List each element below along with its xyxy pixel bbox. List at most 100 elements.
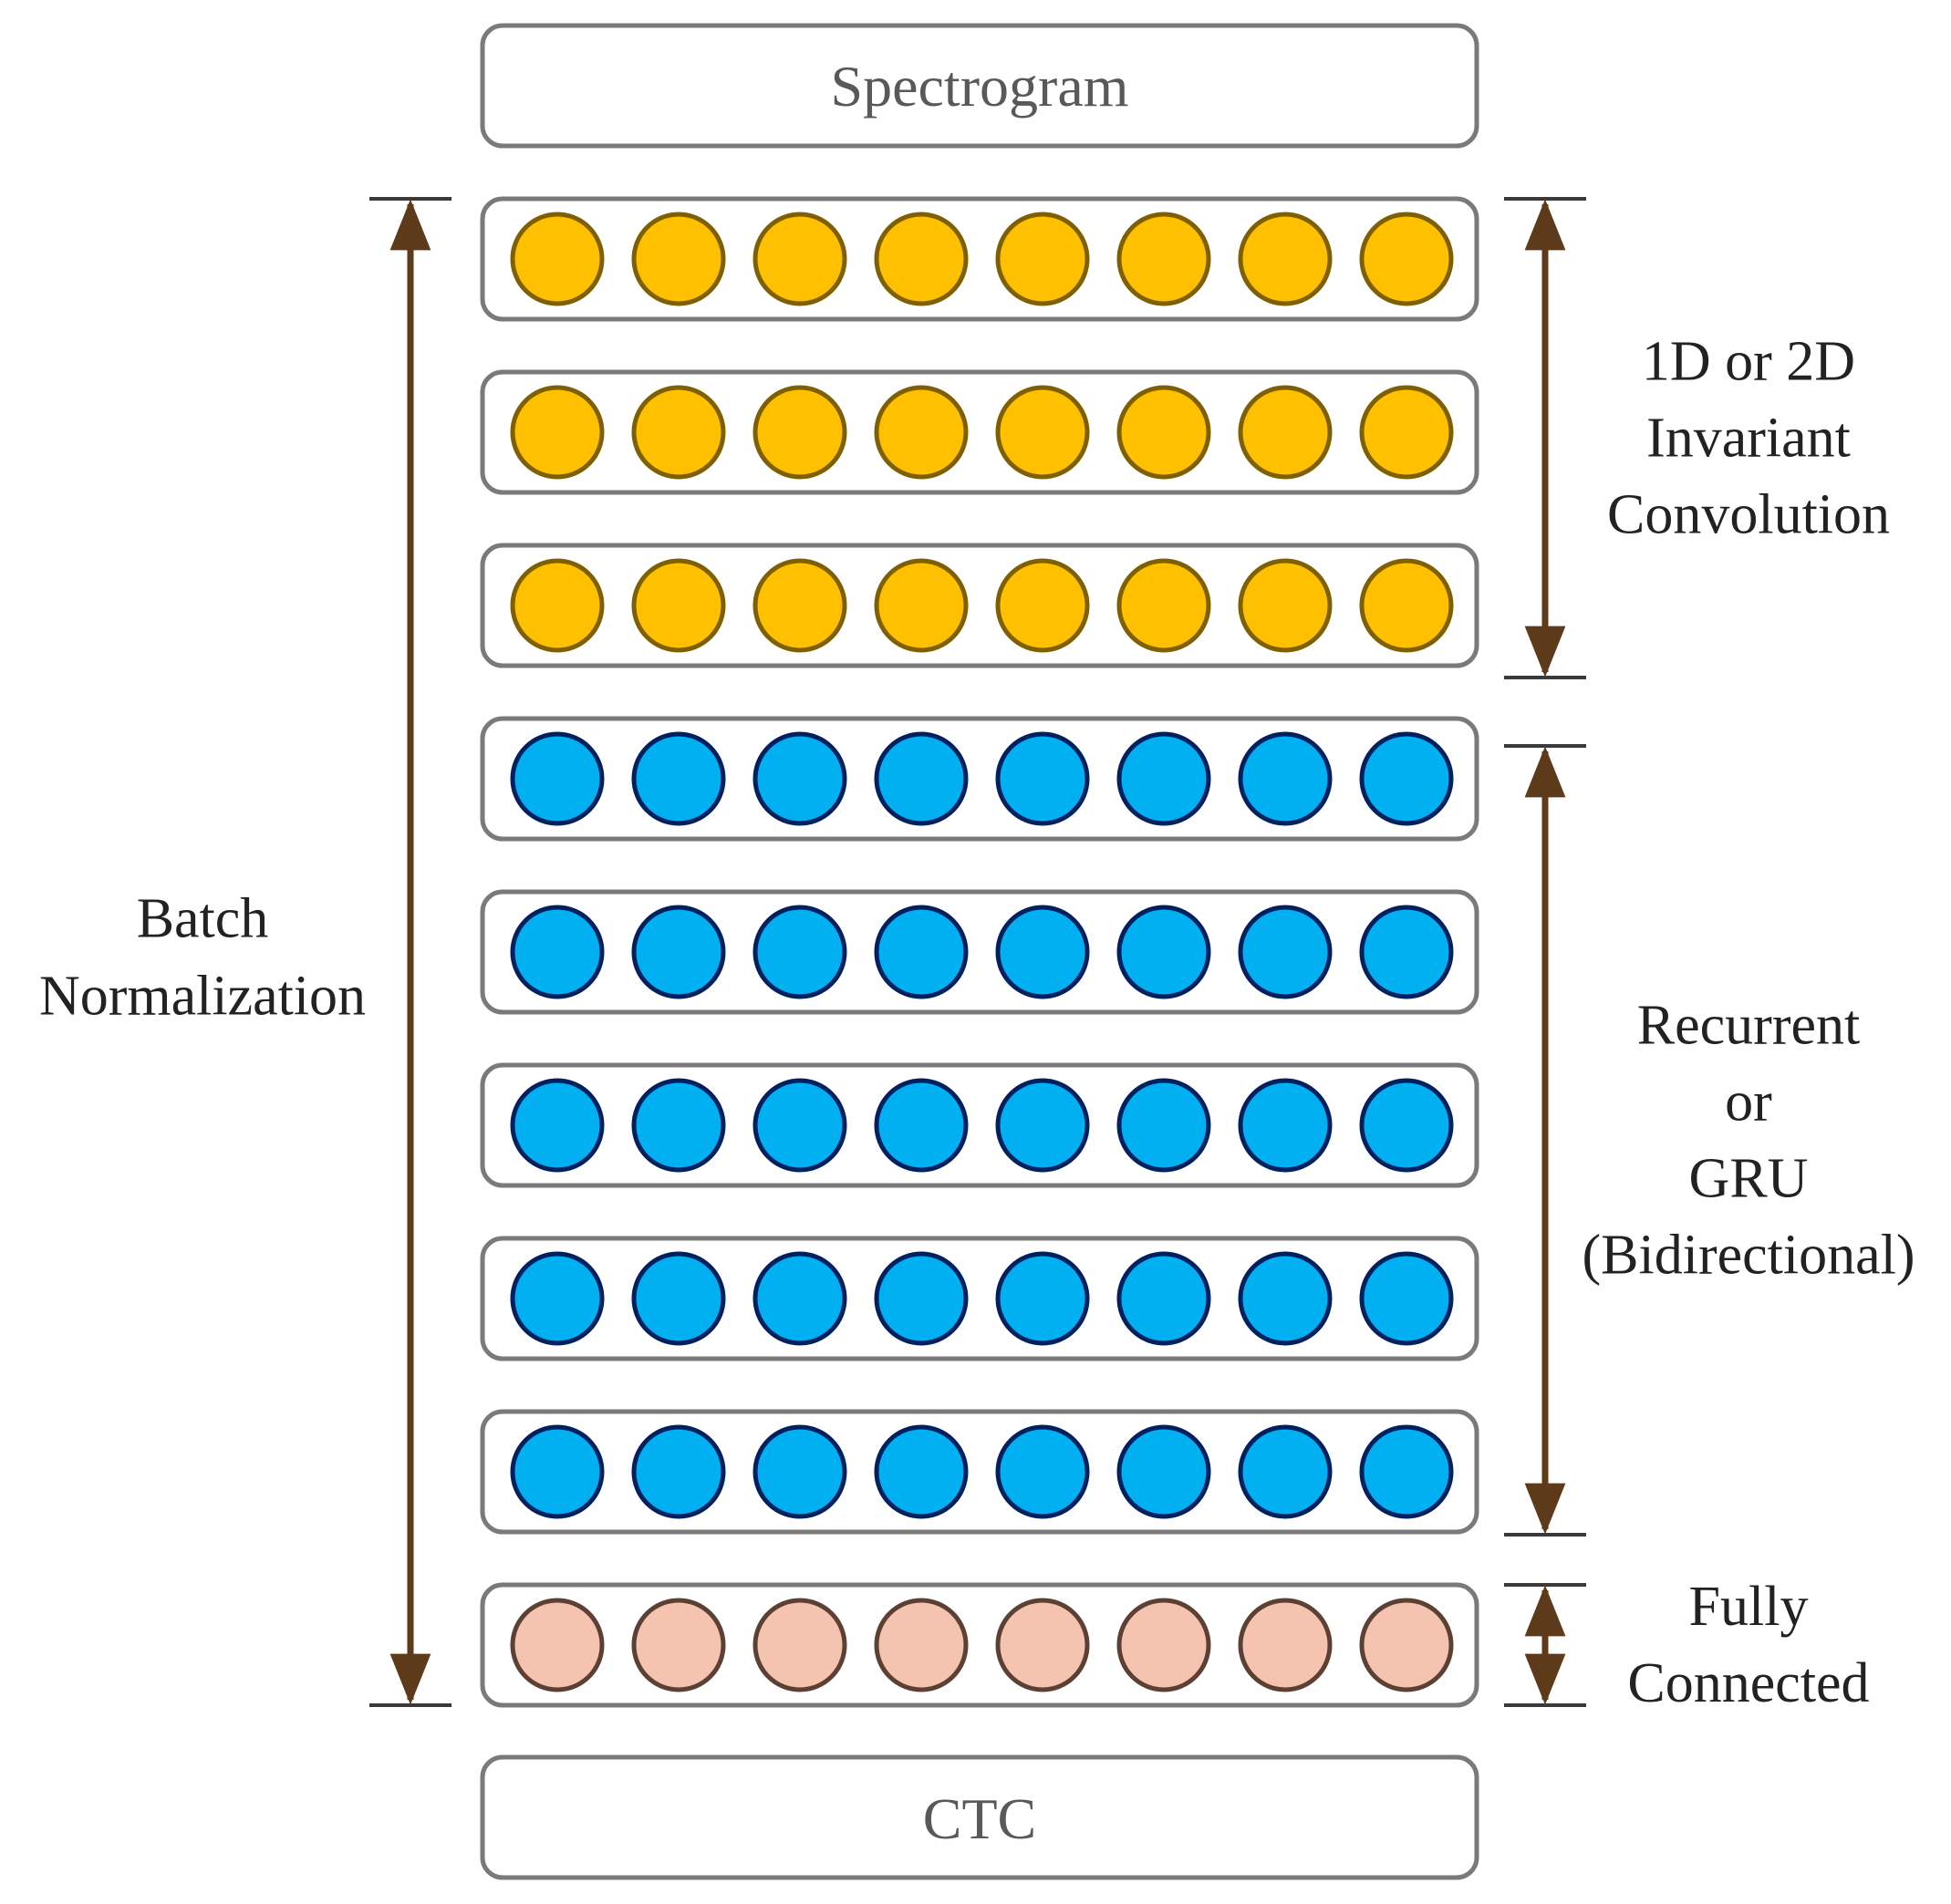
- recurrent-layer-box: [480, 1409, 1479, 1535]
- convolution-label-line: Invariant: [1646, 408, 1851, 470]
- convolution-node: [874, 212, 969, 306]
- convolution-node: [631, 212, 726, 306]
- recurrent-node: [510, 1078, 605, 1173]
- recurrent-node: [1359, 905, 1454, 999]
- fully-connected-node: [874, 1598, 969, 1692]
- fully-connected-label-line: Connected: [1627, 1652, 1869, 1714]
- recurrent-node: [1116, 1251, 1211, 1346]
- convolution-node: [1359, 212, 1454, 306]
- recurrent-label-line: or: [1725, 1071, 1772, 1133]
- layer-stack: [480, 196, 1479, 1708]
- recurrent-layer: [480, 1236, 1479, 1361]
- recurrent-node: [1116, 731, 1211, 826]
- fully-connected-node: [1238, 1598, 1333, 1692]
- convolution-node: [510, 212, 605, 306]
- recurrent-node: [1359, 1078, 1454, 1173]
- output-label: CTC: [923, 1786, 1036, 1851]
- recurrent-node: [874, 1424, 969, 1519]
- convolution-node: [1116, 385, 1211, 480]
- recurrent-node: [995, 1078, 1090, 1173]
- recurrent-node: [995, 1251, 1090, 1346]
- recurrent-node: [1116, 1424, 1211, 1519]
- recurrent-node: [752, 905, 847, 999]
- convolution-node: [510, 558, 605, 653]
- convolution-label-line: Convolution: [1607, 484, 1890, 546]
- convolution-node: [752, 385, 847, 480]
- recurrent-node: [752, 1424, 847, 1519]
- recurrent-node: [631, 1424, 726, 1519]
- recurrent-node: [1238, 1424, 1333, 1519]
- recurrent-layer-box: [480, 716, 1479, 842]
- fully-connected-node: [631, 1598, 726, 1692]
- recurrent-node: [874, 1078, 969, 1173]
- output-block: CTC: [480, 1754, 1479, 1880]
- recurrent-layer: [480, 1062, 1479, 1188]
- convolution-node: [510, 385, 605, 480]
- recurrent-node: [631, 1251, 726, 1346]
- convolution-node: [752, 212, 847, 306]
- convolution-node: [631, 385, 726, 480]
- convolution-layer: [480, 369, 1479, 495]
- recurrent-node: [1238, 1251, 1333, 1346]
- recurrent-node: [752, 1078, 847, 1173]
- recurrent-layer: [480, 716, 1479, 842]
- recurrent-node: [995, 731, 1090, 826]
- fully-connected-layer: [480, 1582, 1479, 1708]
- convolution-layer: [480, 196, 1479, 322]
- recurrent-node: [874, 1251, 969, 1346]
- fully-connected-node: [510, 1598, 605, 1692]
- fully-connected-label-line: Fully: [1689, 1576, 1809, 1638]
- convolution-node: [1238, 385, 1333, 480]
- convolution-layer-box: [480, 369, 1479, 495]
- fully-connected-node: [752, 1598, 847, 1692]
- recurrent-node: [1238, 905, 1333, 999]
- recurrent-layer-box: [480, 889, 1479, 1015]
- recurrent-node: [631, 905, 726, 999]
- input-box: [480, 23, 1479, 149]
- fully-connected-node: [1116, 1598, 1211, 1692]
- recurrent-node: [995, 1424, 1090, 1519]
- recurrent-node: [1116, 1078, 1211, 1173]
- input-block: Spectrogram: [480, 23, 1479, 149]
- convolution-node: [1116, 212, 1211, 306]
- convolution-node: [995, 385, 1090, 480]
- recurrent-node: [631, 731, 726, 826]
- recurrent-layer: [480, 889, 1479, 1015]
- convolution-node: [995, 212, 1090, 306]
- convolution-node: [1238, 212, 1333, 306]
- recurrent-node: [510, 1424, 605, 1519]
- batch-norm-label-line: Batch: [137, 888, 269, 950]
- recurrent-node: [510, 905, 605, 999]
- recurrent-layer: [480, 1409, 1479, 1535]
- recurrent-node: [995, 905, 1090, 999]
- convolution-node: [874, 385, 969, 480]
- recurrent-layer-box: [480, 1062, 1479, 1188]
- fully-connected-node: [995, 1598, 1090, 1692]
- recurrent-node: [752, 731, 847, 826]
- recurrent-node: [510, 731, 605, 826]
- convolution-layer: [480, 543, 1479, 668]
- convolution-node: [874, 558, 969, 653]
- convolution-layer-box: [480, 543, 1479, 668]
- recurrent-label-line: Recurrent: [1637, 995, 1860, 1057]
- recurrent-node: [1238, 1078, 1333, 1173]
- recurrent-label-line: GRU: [1689, 1148, 1809, 1210]
- convolution-node: [1359, 558, 1454, 653]
- batch-norm-label-line: Normalization: [39, 966, 366, 1028]
- recurrent-node: [1359, 1251, 1454, 1346]
- convolution-node: [1359, 385, 1454, 480]
- convolution-layer-box: [480, 196, 1479, 322]
- convolution-node: [752, 558, 847, 653]
- fully-connected-layer-box: [480, 1582, 1479, 1708]
- recurrent-node: [631, 1078, 726, 1173]
- recurrent-node: [1359, 1424, 1454, 1519]
- convolution-node: [995, 558, 1090, 653]
- recurrent-node: [510, 1251, 605, 1346]
- fully-connected-node: [1359, 1598, 1454, 1692]
- recurrent-node: [1359, 731, 1454, 826]
